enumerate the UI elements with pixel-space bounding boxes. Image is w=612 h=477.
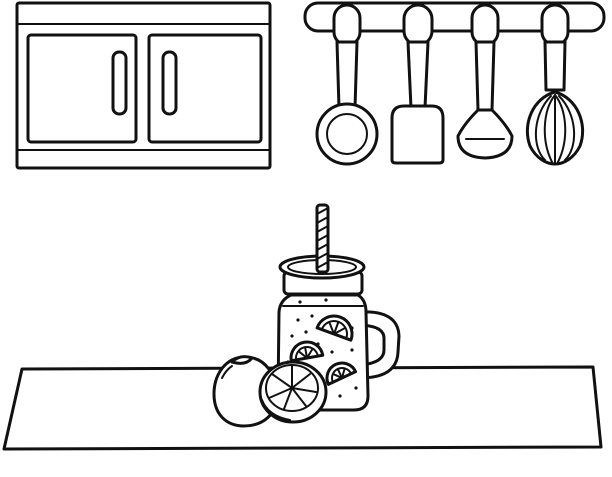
ladle-icon xyxy=(315,3,379,166)
whisk-icon xyxy=(525,3,585,166)
lemon-half xyxy=(258,360,328,424)
serving-spoon-icon xyxy=(456,3,514,160)
jar-lemon-slice-3 xyxy=(325,361,358,386)
wall-cabinet xyxy=(15,1,272,170)
lemon-segments xyxy=(268,365,317,410)
cabinet-door-left xyxy=(26,33,138,144)
cabinet-handle-right xyxy=(161,50,178,116)
mason-jar-lemonade xyxy=(276,203,401,412)
striped-straw-icon xyxy=(315,203,330,274)
jar-lemon-slice-2 xyxy=(289,340,325,363)
cabinet-handle-left xyxy=(111,50,128,116)
utensil-rail xyxy=(303,1,606,166)
lemon-leaf-icon xyxy=(230,355,254,365)
jar-lemon-slice-1 xyxy=(315,314,354,342)
spatula-icon xyxy=(390,3,445,165)
